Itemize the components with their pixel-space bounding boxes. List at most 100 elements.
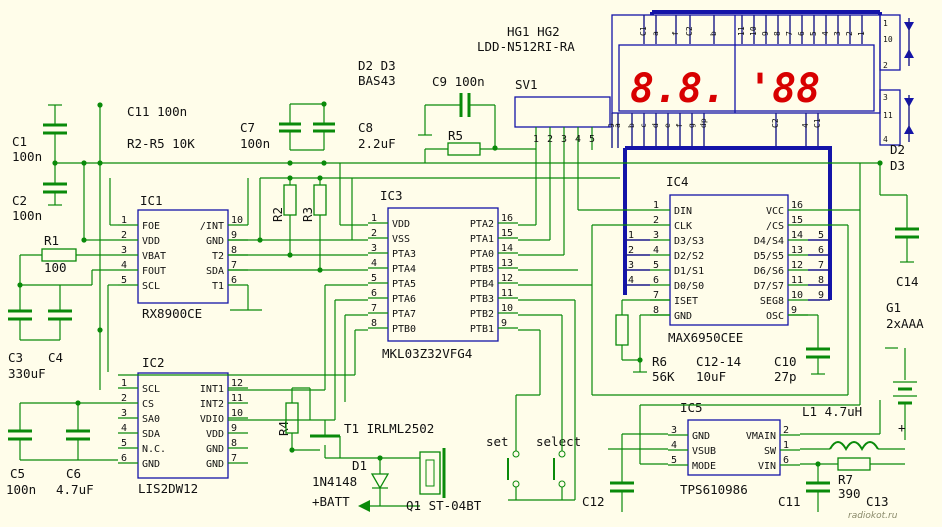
sv1-pin-4: 4	[575, 134, 581, 145]
c11b-label: C11	[778, 494, 801, 509]
display-bot-pin-label: g	[687, 123, 696, 128]
pin-signal: PTA2	[470, 219, 494, 230]
pin-number: 5	[121, 275, 127, 286]
pin-number: 12	[231, 378, 243, 389]
pin-signal: VMAIN	[746, 431, 776, 442]
sv1-pin-2: 2	[547, 134, 553, 145]
display-digits-right: '88	[748, 66, 820, 112]
pin-number: 1	[121, 215, 127, 226]
pin-signal: PTB5	[470, 264, 494, 275]
c12-capacitor: C12	[582, 433, 668, 512]
pin-signal: GND	[206, 444, 224, 455]
pin-number: 11	[231, 393, 243, 404]
c1214-label: C12-14	[696, 354, 741, 369]
pin-number: 4	[121, 423, 127, 434]
ic5-tps610986: IC5 TPS610986 3GND4VSUB5MODE2VMAIN1SW6VI…	[668, 400, 800, 497]
display-top-pin-label: f	[671, 31, 680, 36]
r7-value: 390	[838, 486, 861, 501]
pin-number: 10	[791, 290, 803, 301]
pin-number: 2	[121, 393, 127, 404]
display-bot-pin-label: b	[627, 123, 636, 128]
select-label: select	[536, 434, 581, 449]
r4-resistor: R4	[276, 387, 320, 451]
pin-signal: PTA6	[392, 294, 416, 305]
ic2-part: LIS2DW12	[138, 481, 198, 496]
pin-signal: ISET	[674, 296, 698, 307]
l1-inductor: L1 4.7uH	[800, 400, 905, 452]
c5-value: 100n	[6, 482, 36, 497]
pin-number: 9	[791, 305, 797, 316]
pin-number: 9	[231, 423, 237, 434]
ic1-rx8900ce: IC1 RX8900CE 1FOE2VDD3VBAT4FOUT5SCL10/IN…	[118, 193, 248, 321]
ic1-name: IC1	[140, 193, 163, 208]
pin-signal: /CS	[766, 221, 784, 232]
sv1-label: SV1	[515, 77, 538, 92]
pin-number: 7	[231, 453, 237, 464]
pin-number: 8	[231, 438, 237, 449]
pin-signal: VSS	[392, 234, 410, 245]
c1214-value: 10uF	[696, 369, 726, 384]
pin-signal: D3/S3	[674, 236, 704, 247]
c1-capacitor	[43, 104, 67, 163]
g1-label: G1	[886, 300, 901, 315]
junctions	[17, 101, 883, 467]
pin-number: 6	[783, 455, 789, 466]
display-top-pin-label: 5	[809, 31, 818, 36]
c2-capacitor	[43, 163, 67, 206]
pin-signal: D1/S1	[674, 266, 704, 277]
pin-signal: D2/S2	[674, 251, 704, 262]
pin-signal: GND	[206, 459, 224, 470]
r6-label: R6	[652, 354, 667, 369]
pin-number: 1	[653, 200, 659, 211]
d3-pin-3: 3	[883, 93, 888, 102]
display-title: HG1 HG2	[507, 24, 560, 39]
display-bot-pin-label: 9	[607, 123, 616, 128]
pin-number: 3	[121, 245, 127, 256]
pin-signal: OSC	[766, 311, 784, 322]
d1-label: D1	[352, 458, 367, 473]
r3-label: R3	[300, 207, 315, 222]
pin-signal: SDA	[142, 429, 160, 440]
pin-signal: GND	[206, 236, 224, 247]
pin-signal: VBAT	[142, 251, 166, 262]
pin-signal: PTA3	[392, 249, 416, 260]
pin-number: 2	[121, 230, 127, 241]
bus-pin-number: 2	[628, 245, 634, 256]
pin-signal: PTA4	[392, 264, 416, 275]
pin-number: 7	[231, 260, 237, 271]
display-top-pin-label: C2	[685, 26, 694, 36]
r6-resistor: R6 56K C12-14 10uF	[615, 299, 741, 384]
pin-number: 3	[653, 230, 659, 241]
pin-signal: D6/S6	[754, 266, 784, 277]
c1-value: 100n	[12, 149, 42, 164]
sv1-pin-5: 5	[589, 134, 595, 145]
bus-pin-number: 6	[818, 245, 824, 256]
display-bot-pin-label: C2	[771, 118, 780, 128]
c5-label: C5	[10, 466, 25, 481]
r2-r3-resistors: R2 R3	[228, 178, 368, 271]
pin-signal: PTB3	[470, 294, 494, 305]
pin-number: 6	[653, 275, 659, 286]
pin-signal: SEG8	[760, 296, 784, 307]
d2d3-label: D2 D3	[358, 58, 396, 73]
sv1-connector: 1 2 3 4 5	[514, 96, 611, 150]
display-bot-pin-label: C1	[813, 118, 822, 128]
c8-label: C8	[358, 120, 373, 135]
pin-number: 2	[783, 425, 789, 436]
bus-pin-number: 9	[818, 290, 824, 301]
pin-signal: D5/S5	[754, 251, 784, 262]
c9-capacitor	[418, 93, 496, 148]
r5-label: R5	[448, 128, 463, 143]
display-bot-pin-label: e	[663, 123, 672, 128]
pin-signal: GND	[142, 459, 160, 470]
ic3-mkl03z32vfg4: IC3 MKL03Z32VFG4 1VDD2VSS3PTA34PTA45PTA5…	[368, 188, 518, 361]
ic3-part: MKL03Z32VFG4	[382, 346, 472, 361]
pin-number: 3	[371, 243, 377, 254]
pin-signal: FOE	[142, 221, 160, 232]
q1-switch: Q1 ST-04BT	[406, 448, 482, 513]
c7-capacitor	[279, 103, 335, 151]
pin-signal: PTB0	[392, 324, 416, 335]
batt-label: +BATT	[312, 494, 350, 509]
pin-signal: PTB1	[470, 324, 494, 335]
